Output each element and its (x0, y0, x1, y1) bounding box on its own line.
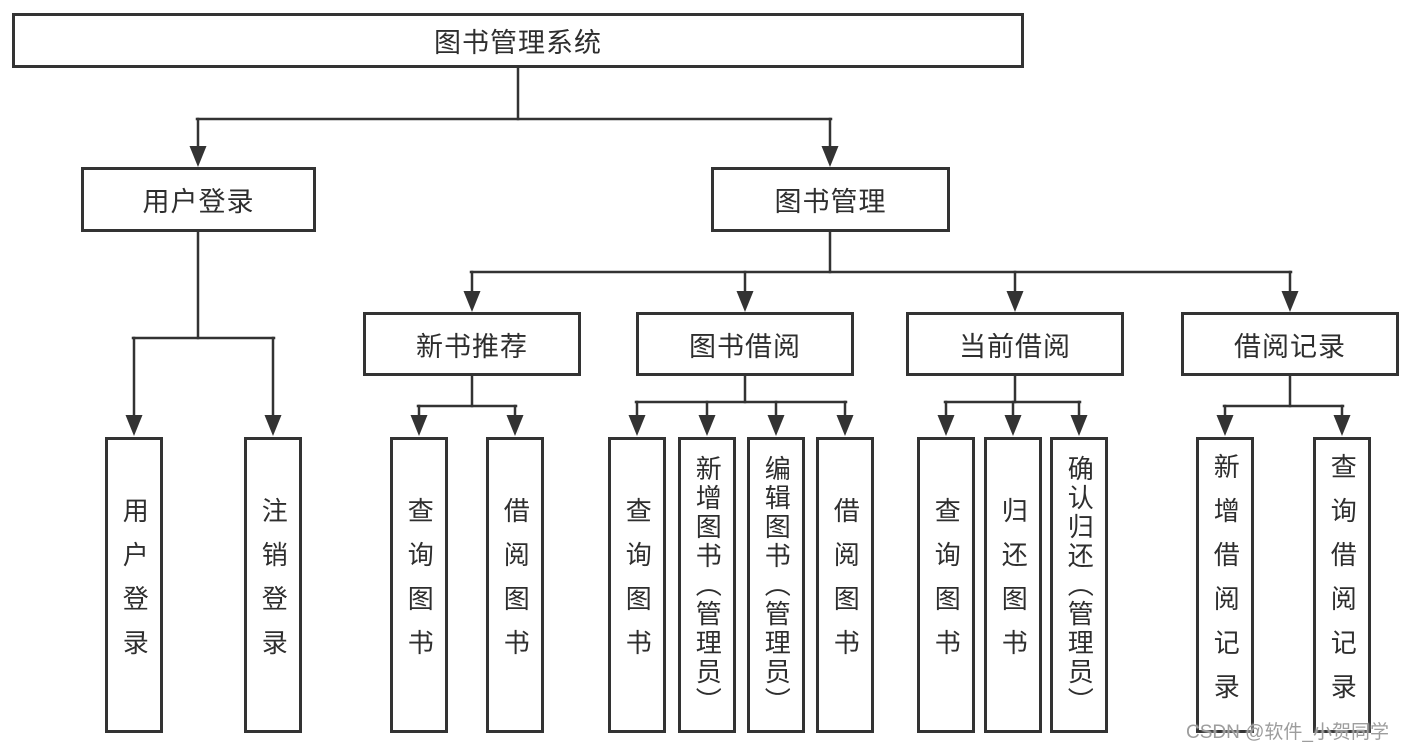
connector-book-borrowing-branch (628, 372, 854, 436)
leaf-label: 用户登录 (119, 497, 150, 673)
leaf-records-add-borrow-record: 新增借阅记录 (1196, 437, 1254, 733)
leaf-label: 借阅图书 (500, 497, 531, 673)
leaf-borrowing-add-books-admin: 新增图书（管理员） (678, 437, 736, 733)
leaf-label: 新增图书（管理员） (692, 454, 723, 716)
leaf-logout-login: 注销登录 (244, 437, 302, 733)
connector-book-management-branch (463, 228, 1299, 312)
node-label: 新书推荐 (416, 331, 528, 362)
node-book-borrowing: 图书借阅 (636, 312, 854, 376)
node-label: 当前借阅 (959, 331, 1071, 362)
leaf-label: 借阅图书 (830, 497, 861, 673)
leaf-current-confirm-return-admin: 确认归还（管理员） (1050, 437, 1108, 733)
node-borrowing-records: 借阅记录 (1181, 312, 1399, 376)
leaf-label: 查询图书 (404, 497, 435, 673)
connector-current-borrowing-branch (937, 372, 1088, 436)
leaf-label: 确认归还（管理员） (1064, 454, 1095, 716)
leaf-records-query-borrow-record: 查询借阅记录 (1313, 437, 1371, 733)
leaf-borrowing-borrow-books: 借阅图书 (816, 437, 874, 733)
leaf-label: 查询图书 (931, 497, 962, 673)
csdn-watermark: CSDN @软件_小贺同学 (1186, 722, 1389, 743)
leaf-current-query-books: 查询图书 (917, 437, 975, 733)
node-current-borrowing: 当前借阅 (906, 312, 1124, 376)
node-label: 用户登录 (142, 187, 255, 217)
leaf-label: 归还图书 (998, 497, 1029, 673)
node-new-book-recommend: 新书推荐 (363, 312, 581, 376)
leaf-label: 注销登录 (258, 497, 289, 673)
leaf-current-return-books: 归还图书 (984, 437, 1042, 733)
leaf-label: 查询借阅记录 (1327, 453, 1358, 717)
connector-new-book-branch (410, 372, 524, 436)
leaf-newbook-borrow-books: 借阅图书 (486, 437, 544, 733)
leaf-newbook-query-books: 查询图书 (390, 437, 448, 733)
leaf-label: 查询图书 (622, 497, 653, 673)
connector-user-login-branch (125, 228, 282, 436)
leaf-borrowing-query-books: 查询图书 (608, 437, 666, 733)
node-label: 借阅记录 (1234, 331, 1346, 362)
connector-borrowing-records-branch (1216, 372, 1351, 436)
node-user-login: 用户登录 (81, 167, 316, 232)
leaf-label: 编辑图书（管理员） (761, 454, 792, 716)
node-label: 图书管理 (774, 187, 887, 217)
node-book-management: 图书管理 (711, 167, 950, 232)
node-library-management-system: 图书管理系统 (12, 13, 1024, 68)
leaf-borrowing-edit-books-admin: 编辑图书（管理员） (747, 437, 805, 733)
leaf-user-login: 用户登录 (105, 437, 163, 733)
node-label: 图书借阅 (689, 331, 801, 362)
node-label: 图书管理系统 (434, 28, 602, 58)
leaf-label: 新增借阅记录 (1210, 453, 1241, 717)
connector-root-to-level2 (189, 64, 839, 167)
